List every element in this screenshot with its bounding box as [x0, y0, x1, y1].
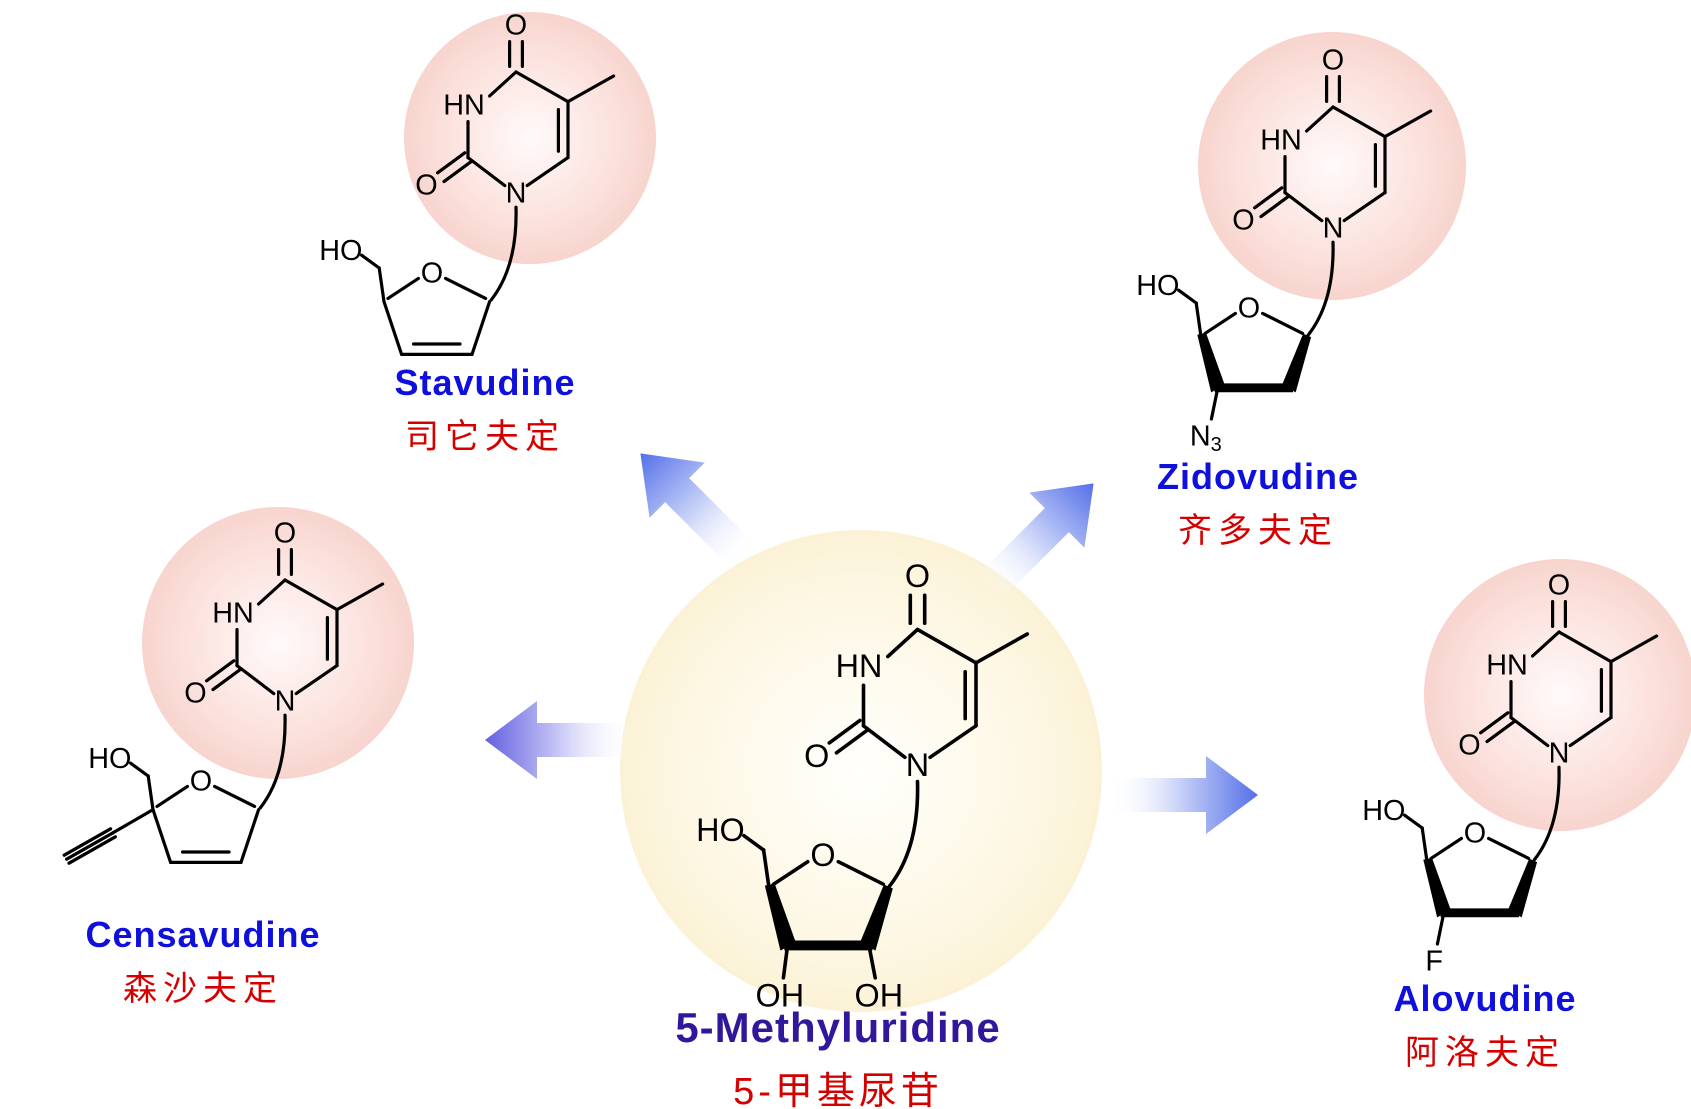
arrow-to-alovudine-icon: [1110, 756, 1258, 834]
stavudine-structure: O HN O N O HO: [319, 9, 616, 357]
atom-n1: N: [1549, 737, 1570, 769]
alovudine-bonds: [1403, 600, 1659, 946]
arrow-to-censavudine-icon: [485, 701, 633, 779]
stavudine-label: Stavudine 司它夫定: [394, 362, 575, 458]
censavudine-atom-labels: O HN O N O HO: [88, 517, 296, 797]
atom-ring-o: O: [810, 837, 835, 873]
atom-ho: HO: [696, 812, 745, 848]
atom-oh-left: OH: [756, 978, 805, 1014]
atom-ring-o: O: [421, 257, 443, 289]
atom-ring-o: O: [1238, 292, 1260, 324]
zidovudine-name: Zidovudine: [1157, 456, 1359, 497]
censavudine-structure: O HN O N O HO: [62, 517, 385, 865]
atom-o-top: O: [274, 517, 296, 549]
atom-n1: N: [1323, 212, 1344, 244]
methyluridine-bonds: [742, 593, 1030, 980]
atom-o-left: O: [1232, 204, 1254, 236]
censavudine-bonds: [62, 548, 385, 865]
atom-n1: N: [275, 685, 296, 717]
stavudine-name-chinese: 司它夫定: [404, 418, 565, 456]
atom-hn: HN: [1260, 124, 1302, 156]
atom-hn: HN: [836, 648, 883, 684]
atom-ho: HO: [1136, 270, 1179, 302]
atom-azide-n: N: [1190, 420, 1211, 452]
alovudine-structure: O HN O N O HO F: [1362, 569, 1659, 977]
zidovudine-label: Zidovudine 齐多夫定: [1157, 456, 1359, 552]
methyluridine-name: 5-Methyluridine: [675, 1004, 1001, 1051]
alovudine-atom-labels: O HN O N O HO F: [1362, 569, 1570, 977]
atom-fluoro: F: [1425, 945, 1443, 977]
stavudine-base-highlight: [404, 12, 656, 264]
atom-ring-o: O: [190, 765, 212, 797]
stavudine-bonds: [360, 40, 616, 357]
arrow-to-zidovudine-icon: [976, 483, 1094, 601]
censavudine-name-chinese: 森沙夫定: [122, 970, 283, 1008]
center-molecule-highlight: [620, 530, 1102, 1012]
atom-ho: HO: [1362, 795, 1405, 827]
atom-hn: HN: [1486, 649, 1528, 681]
arrow-to-stavudine-icon: [640, 453, 758, 571]
atom-hn: HN: [443, 89, 485, 121]
atom-o-left: O: [415, 169, 437, 201]
stavudine-atom-labels: O HN O N O HO: [319, 9, 527, 289]
atom-ho: HO: [88, 743, 131, 775]
atom-hn: HN: [212, 597, 254, 629]
methyluridine-name-chinese: 5-甲基尿苷: [733, 1071, 943, 1109]
atom-o-top: O: [1322, 44, 1344, 76]
atom-azide-subscript: 3: [1211, 434, 1222, 455]
methyluridine-structure: O HN O N O HO OH OH: [696, 558, 1030, 1014]
atom-o-left: O: [804, 738, 829, 774]
atom-o-top: O: [505, 9, 527, 41]
zidovudine-structure: O HN O N O HO N3: [1136, 44, 1433, 455]
methyluridine-atom-labels: O HN O N O HO OH OH: [696, 558, 930, 1013]
atom-ho: HO: [319, 235, 362, 267]
alovudine-name-chinese: 阿洛夫定: [1404, 1034, 1565, 1072]
methyluridine-label: 5-Methyluridine 5-甲基尿苷: [675, 1004, 1000, 1109]
censavudine-label: Censavudine 森沙夫定: [85, 914, 320, 1010]
zidovudine-atom-labels: O HN O N O HO N3: [1136, 44, 1344, 455]
atom-o-left: O: [184, 677, 206, 709]
atom-n1: N: [906, 747, 929, 783]
atom-oh-right: OH: [855, 978, 904, 1014]
zidovudine-name-chinese: 齐多夫定: [1178, 512, 1338, 550]
atom-o-top: O: [1548, 569, 1570, 601]
atom-azide: N3: [1190, 420, 1222, 455]
alovudine-label: Alovudine 阿洛夫定: [1393, 978, 1576, 1074]
atom-o-left: O: [1458, 729, 1480, 761]
atom-o-top: O: [905, 558, 930, 594]
zidovudine-bonds: [1177, 75, 1433, 421]
censavudine-name: Censavudine: [85, 914, 321, 955]
alovudine-name: Alovudine: [1393, 978, 1577, 1019]
stavudine-name: Stavudine: [394, 362, 576, 403]
atom-n1: N: [506, 177, 527, 209]
atom-ring-o: O: [1464, 817, 1486, 849]
